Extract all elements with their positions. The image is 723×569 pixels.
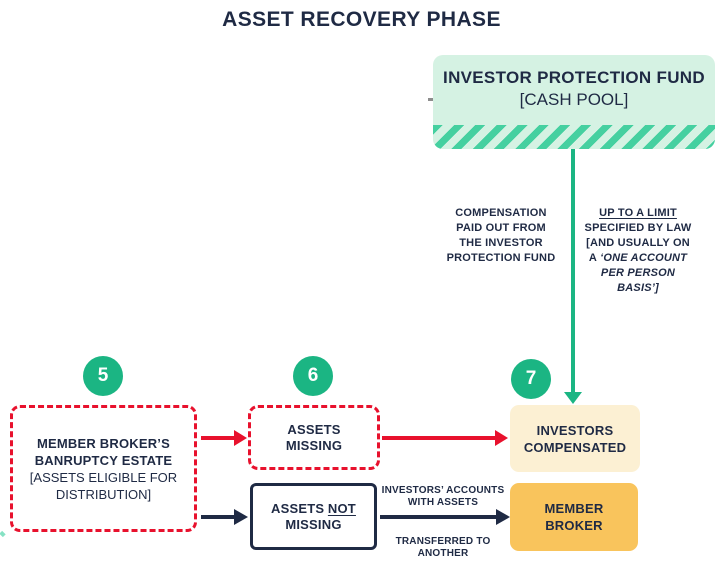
transfer-note-top: INVESTORS’ ACCOUNTS WITH ASSETS (376, 485, 510, 508)
limit-note-line: BASIS’] (617, 282, 659, 294)
red-arrow-missing-to-compensated (382, 436, 496, 440)
limit-note-line: UP TO A LIMIT (599, 207, 677, 219)
red-arrow-estate-to-missing (201, 436, 235, 440)
investors-compensated-line: INVESTORS (536, 422, 614, 438)
assets-missing-line: ASSETS (287, 421, 341, 437)
limit-note: UP TO A LIMIT SPECIFIED BY LAW [AND USUA… (583, 206, 693, 296)
black-arrow-right-icon (496, 509, 510, 525)
compensation-note: COMPENSATION PAID OUT FROM THE INVESTOR … (441, 206, 561, 266)
compensation-note-line: THE INVESTOR (459, 237, 543, 249)
compensation-note-line: PAID OUT FROM (456, 222, 546, 234)
green-arrow-down-icon (564, 392, 582, 404)
step-5-badge: 5 (83, 356, 123, 396)
member-broker-line: BROKER (545, 518, 603, 533)
compensation-note-line: COMPENSATION (455, 207, 547, 219)
green-sliver-artifact (0, 530, 6, 538)
estate-box-line: BANRUPTCY ESTATE (34, 452, 173, 468)
step-6-badge: 6 (293, 356, 333, 396)
black-arrow-notmissing-to-broker (380, 515, 497, 519)
investors-compensated-box: INVESTORS COMPENSATED (510, 405, 640, 472)
black-arrow-right-icon (234, 509, 248, 525)
cash-pool-hatch-stripe (433, 125, 715, 149)
assets-missing-line: MISSING (285, 437, 343, 453)
member-broker-box: MEMBER BROKER (510, 483, 638, 551)
transfer-note-line: INVESTORS’ ACCOUNTS (381, 485, 505, 496)
estate-box-line: DISTRIBUTION] (55, 486, 152, 502)
member-broker-line: MEMBER (544, 501, 604, 516)
limit-note-line: PER PERSON (600, 267, 676, 279)
page-title: ASSET RECOVERY PHASE (222, 8, 501, 31)
red-arrow-right-icon (234, 430, 247, 446)
estate-box-line: MEMBER BROKER’S (36, 435, 170, 451)
assets-not-missing-line: MISSING (285, 516, 342, 532)
step-7-badge: 7 (511, 359, 551, 399)
fund-box-title: INVESTOR PROTECTION FUND (443, 68, 705, 87)
red-arrow-right-icon (495, 430, 508, 446)
stray-dash-artifact (428, 98, 433, 101)
transfer-note-line: TRANSFERRED TO (395, 536, 491, 547)
investor-protection-fund-box: INVESTOR PROTECTION FUND [CASH POOL] (433, 55, 715, 149)
investors-compensated-line: COMPENSATED (523, 439, 627, 455)
green-arrow-line (571, 149, 575, 393)
transfer-note-line: WITH ASSETS (407, 496, 479, 508)
assets-missing-box: ASSETS MISSING (248, 405, 380, 470)
bankruptcy-estate-box: MEMBER BROKER’S BANRUPTCY ESTATE [ASSETS… (10, 405, 197, 532)
limit-note-line: [AND USUALLY ON (586, 237, 690, 249)
limit-note-line: A‘ONE ACCOUNT (588, 252, 688, 264)
estate-box-line: [ASSETS ELIGIBLE FOR (29, 469, 178, 485)
compensation-note-line: PROTECTION FUND (446, 252, 556, 264)
limit-note-line: SPECIFIED BY LAW (584, 222, 692, 234)
fund-box-subtitle: [CASH POOL] (519, 90, 629, 109)
transfer-note-bottom: TRANSFERRED TO ANOTHER (376, 536, 510, 559)
black-arrow-estate-to-notmissing (201, 515, 235, 519)
transfer-note-line: ANOTHER (417, 547, 469, 559)
